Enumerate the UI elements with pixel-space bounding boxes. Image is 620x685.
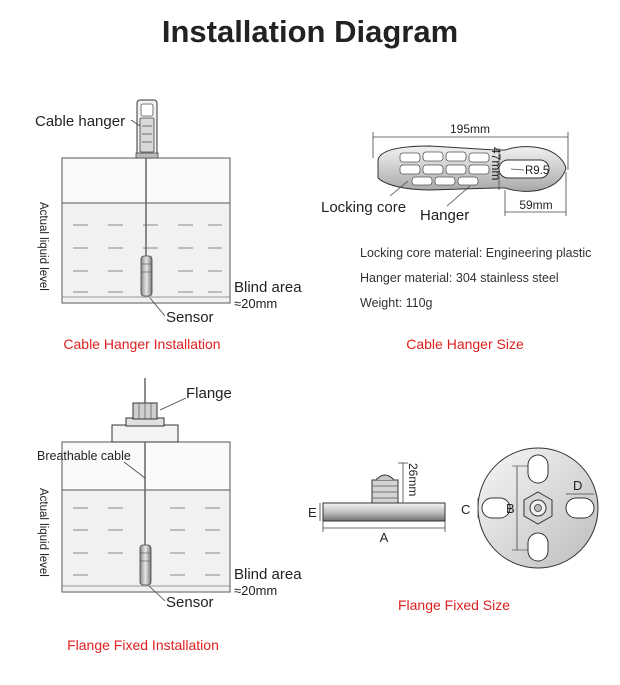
flange-side-plate bbox=[322, 502, 446, 522]
locking-core-label: Locking core bbox=[321, 199, 406, 216]
spec-weight: Weight: 110g bbox=[360, 296, 433, 310]
hook-hole bbox=[498, 159, 550, 179]
breathable-cable-label: Breathable cable bbox=[37, 449, 131, 463]
sensor-label: Sensor bbox=[166, 309, 214, 326]
page-title: Installation Diagram bbox=[161, 14, 459, 49]
dim-d-label: D bbox=[573, 478, 582, 493]
dim-e-label: E bbox=[308, 505, 317, 520]
hook-dimension: 59mm bbox=[519, 198, 552, 212]
cable-hanger-label: Cable hanger bbox=[35, 113, 125, 130]
spec-locking-core-material: Locking core material: Engineering plast… bbox=[360, 246, 592, 260]
blind-area-value: ≈20mm bbox=[234, 583, 277, 598]
cable-hanger-installation-caption: Cable Hanger Installation bbox=[63, 336, 220, 352]
sensor-label: Sensor bbox=[166, 594, 214, 611]
hanger-label: Hanger bbox=[420, 207, 469, 224]
liquid-dashes bbox=[73, 507, 220, 576]
height-dimension: 47mm bbox=[489, 147, 503, 180]
sensor-probe bbox=[140, 255, 153, 297]
cable-hanger-size: 195mm R9.5 47mm 59mm Locking core Hanger… bbox=[321, 122, 569, 352]
flange-plate bbox=[111, 424, 179, 443]
cable-hanger-size-caption: Cable Hanger Size bbox=[406, 336, 524, 352]
flange-slot-bottom bbox=[527, 532, 549, 562]
flange-installation: Flange Breathable cable Actual liquid le… bbox=[37, 378, 302, 653]
blind-area-label: Blind area bbox=[234, 279, 302, 296]
flange-height-dimension: 26mm bbox=[406, 463, 420, 496]
flange-slot-top bbox=[527, 454, 549, 484]
cable-hanger-core bbox=[139, 117, 155, 153]
dim-a-label: A bbox=[380, 530, 389, 545]
liquid-level-label: Actual liquid level bbox=[37, 202, 49, 291]
flange-installation-caption: Flange Fixed Installation bbox=[67, 637, 219, 653]
locking-core-slots bbox=[399, 151, 490, 186]
flange-size-caption: Flange Fixed Size bbox=[398, 597, 510, 613]
flange-slot-right bbox=[565, 497, 595, 519]
flange-gland-side bbox=[371, 479, 399, 504]
dim-b-label: B bbox=[506, 501, 515, 516]
width-dimension: 195mm bbox=[450, 122, 490, 136]
blind-area-label: Blind area bbox=[234, 566, 302, 583]
liquid-level-label: Actual liquid level bbox=[37, 488, 49, 577]
cable-hanger-installation: Cable hanger Actual liquid level Blind a… bbox=[35, 99, 302, 352]
radius-dimension: R9.5 bbox=[525, 165, 549, 177]
flange-size: 26mm E A B C D Flange Fixed Size bbox=[308, 447, 599, 613]
blind-area-value: ≈20mm bbox=[234, 296, 277, 311]
flange-label: Flange bbox=[186, 385, 232, 402]
spec-hanger-material: Hanger material: 304 stainless steel bbox=[360, 271, 559, 285]
flange-slot-left bbox=[481, 497, 511, 519]
sensor-probe bbox=[139, 544, 152, 586]
dim-c-label: C bbox=[461, 502, 470, 517]
